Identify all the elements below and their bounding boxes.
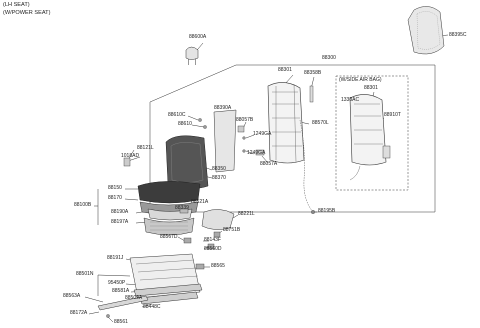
seat-cushion xyxy=(137,181,201,236)
part-label: 88121L xyxy=(137,145,154,151)
part-label: 88509A xyxy=(125,295,143,301)
part-88565 xyxy=(195,263,205,270)
part-label: 88195B xyxy=(318,208,336,214)
seat-back-cover xyxy=(407,6,445,55)
part-label: 88190A xyxy=(111,209,129,215)
part-label: 88300 xyxy=(322,55,336,61)
part-88560d xyxy=(207,243,215,250)
recliner-cover xyxy=(123,157,131,167)
part-label: 88565 xyxy=(211,263,225,269)
part-label: 88197A xyxy=(111,219,129,225)
headrest xyxy=(185,46,199,65)
part-label: 88581A xyxy=(112,288,130,294)
part-label: 1249GA xyxy=(253,131,272,137)
part-label: 88610 xyxy=(178,121,192,127)
fastener-88610 xyxy=(203,125,207,129)
bolt-1249ga-b xyxy=(242,149,246,153)
side-shield xyxy=(201,209,235,230)
frame-rod xyxy=(309,85,314,103)
part-label: 88370 xyxy=(212,175,226,181)
part-label: 88358B xyxy=(304,70,322,76)
part-88567d xyxy=(183,237,192,244)
part-label: 88567D xyxy=(160,234,178,240)
part-label: 88350 xyxy=(212,166,226,172)
bracket-88057a xyxy=(255,149,265,156)
part-label: 88339 xyxy=(175,205,189,211)
part-label: 88448C xyxy=(143,304,161,310)
part-label: 1249GA xyxy=(247,150,266,156)
bracket-88057b xyxy=(237,125,245,133)
part-label: 88610C xyxy=(168,112,186,118)
side-airbag-inset-box xyxy=(335,75,409,191)
part-label: 1338AC xyxy=(341,97,360,103)
part-label: 88172A xyxy=(70,310,88,316)
connector-88195b xyxy=(311,210,315,214)
part-label: 88150 xyxy=(108,185,122,191)
seat-track-assembly xyxy=(129,253,203,305)
bolt-1249ga-a xyxy=(242,136,246,140)
part-label: 88560D xyxy=(204,246,222,252)
part-label: 88221L xyxy=(238,211,255,217)
part-88521a xyxy=(179,208,189,214)
part-label: 88170 xyxy=(108,195,122,201)
seat-back-cushion xyxy=(165,135,209,189)
part-label: 88191J xyxy=(107,255,124,261)
part-label: 88910T xyxy=(384,112,401,118)
part-label: 88751B xyxy=(223,227,241,233)
part-label: 88301 xyxy=(364,85,378,91)
bolt-88561 xyxy=(106,314,110,318)
cable-88570l xyxy=(299,119,314,213)
part-label: 88390A xyxy=(214,105,232,111)
part-label: 88501N xyxy=(76,271,94,277)
seat-back-frame-airbag xyxy=(349,94,391,181)
fastener-88610c xyxy=(198,118,202,122)
part-label: 88561 xyxy=(114,319,128,325)
part-label: 88570L xyxy=(312,120,329,126)
back-side-panel xyxy=(213,109,237,173)
part-label: 88143F xyxy=(204,237,221,243)
inset-title: (W/SIDE AIR BAG) xyxy=(339,77,382,83)
part-label: 1018AD xyxy=(121,153,140,159)
part-label: 88057B xyxy=(236,117,254,123)
part-label: 88395C xyxy=(449,32,467,38)
part-label: 88600A xyxy=(189,34,207,40)
part-label: 88057A xyxy=(260,161,278,167)
part-label: 88521A xyxy=(191,199,209,205)
part-label: 88301 xyxy=(278,67,292,73)
part-label: 95450P xyxy=(108,280,126,286)
seat-type-heading: (LH SEAT) xyxy=(3,2,30,8)
seat-back-frame xyxy=(267,82,305,164)
seat-option-heading: (W/POWER SEAT) xyxy=(3,10,51,16)
part-label: 88563A xyxy=(63,293,81,299)
front-trim-bar xyxy=(97,295,149,311)
part-label: 88100B xyxy=(74,202,92,208)
part-88751b xyxy=(213,231,221,238)
